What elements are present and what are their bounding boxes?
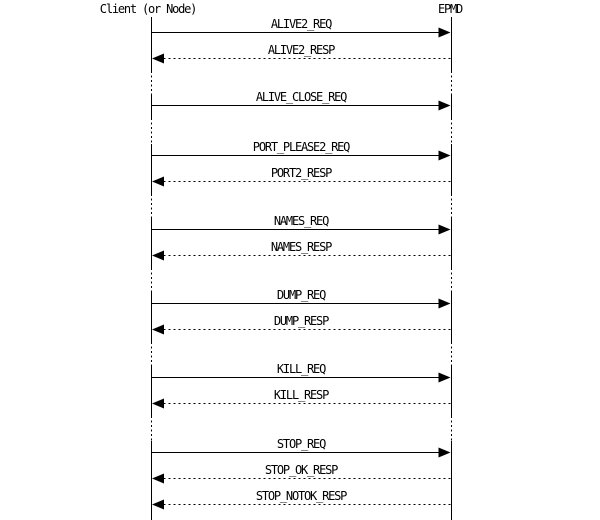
arrowhead-right-icon [438,298,451,309]
arrowhead-left-icon [152,499,164,510]
arrowhead-right-icon [438,150,451,161]
arrowhead-left-icon [152,398,164,409]
arrowhead-right-icon [438,224,451,235]
arrowhead-left-icon [152,250,164,261]
message-label: ALIVE_CLOSE_REQ [256,90,347,104]
message-stop-notok-resp: STOP_NOTOK_RESP [152,489,451,510]
actor-epmd-label: EPMD [437,2,463,16]
message-port-please2-req: PORT_PLEASE2_REQ [151,140,451,161]
message-label: STOP_OK_RESP [265,463,338,477]
message-label: PORT2_RESP [271,166,332,180]
arrowhead-right-icon [438,100,451,111]
message-label: KILL_RESP [274,388,329,402]
actor-client-label: Client (or Node) [99,2,198,16]
arrowhead-right-icon [438,447,451,458]
arrowhead-left-icon [152,176,164,187]
message-stop-req: STOP_REQ [151,437,451,458]
message-label: DUMP_RESP [274,314,329,328]
message-dump-resp: DUMP_RESP [152,314,451,335]
message-label: STOP_NOTOK_RESP [256,489,347,503]
message-label: PORT_PLEASE2_REQ [253,140,350,154]
message-port2-resp: PORT2_RESP [152,166,451,187]
message-dump-req: DUMP_REQ [151,288,451,309]
arrowhead-right-icon [438,372,451,383]
message-label: STOP_REQ [277,437,326,451]
message-alive-close-req: ALIVE_CLOSE_REQ [151,90,451,111]
arrowhead-left-icon [152,324,164,335]
arrowhead-left-icon [152,53,164,64]
message-names-req: NAMES_REQ [151,214,451,235]
arrowhead-right-icon [438,27,451,38]
message-kill-req: KILL_REQ [151,362,451,383]
message-kill-resp: KILL_RESP [152,388,451,409]
message-label: ALIVE2_REQ [271,17,332,31]
message-label: DUMP_REQ [277,288,326,302]
message-label: ALIVE2_RESP [268,43,335,57]
message-alive2-req: ALIVE2_REQ [151,17,451,38]
message-stop-ok-resp: STOP_OK_RESP [152,463,451,484]
message-label: KILL_REQ [277,362,326,376]
message-label: NAMES_RESP [271,240,332,254]
message-alive2-resp: ALIVE2_RESP [152,43,451,64]
arrowhead-left-icon [152,473,164,484]
message-label: NAMES_REQ [274,214,329,228]
message-names-resp: NAMES_RESP [152,240,451,261]
